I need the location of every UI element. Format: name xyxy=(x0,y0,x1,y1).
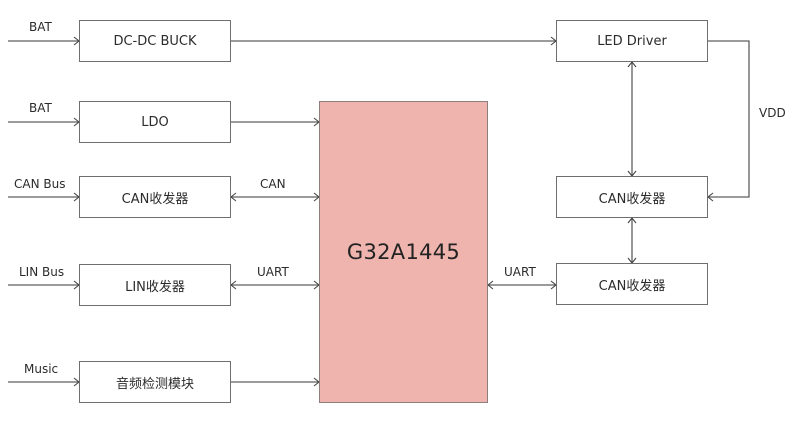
arrowhead xyxy=(627,61,637,68)
label-bat-2: BAT xyxy=(29,101,52,115)
label-vdd: VDD xyxy=(759,106,786,120)
block-can-transceiver-left: CAN收发器 xyxy=(79,176,231,218)
label-lin-bus: LIN Bus xyxy=(19,265,65,279)
block-can-transceiver-right-2: CAN收发器 xyxy=(556,263,708,305)
wire-vdd xyxy=(708,40,750,198)
block-can-transceiver-right-1: CAN收发器 xyxy=(556,176,708,218)
label-uart-right: UART xyxy=(504,265,536,279)
arrowhead xyxy=(707,192,714,202)
label-can-bus: CAN Bus xyxy=(14,177,66,191)
arrowhead xyxy=(230,280,237,290)
arrowhead xyxy=(487,280,494,290)
mcu-chip: G32A1445 xyxy=(319,101,488,403)
label-uart-left: UART xyxy=(257,265,289,279)
block-lin-transceiver: LIN收发器 xyxy=(79,264,231,306)
block-dcdc-buck: DC-DC BUCK xyxy=(79,20,231,62)
block-audio-detect: 音频检测模块 xyxy=(79,361,231,403)
block-ldo: LDO xyxy=(79,101,231,143)
arrowhead xyxy=(230,192,237,202)
label-bat-1: BAT xyxy=(29,20,52,34)
label-music: Music xyxy=(24,362,59,376)
label-can-link: CAN xyxy=(260,177,286,191)
arrowhead xyxy=(627,217,637,224)
block-led-driver: LED Driver xyxy=(556,20,708,62)
